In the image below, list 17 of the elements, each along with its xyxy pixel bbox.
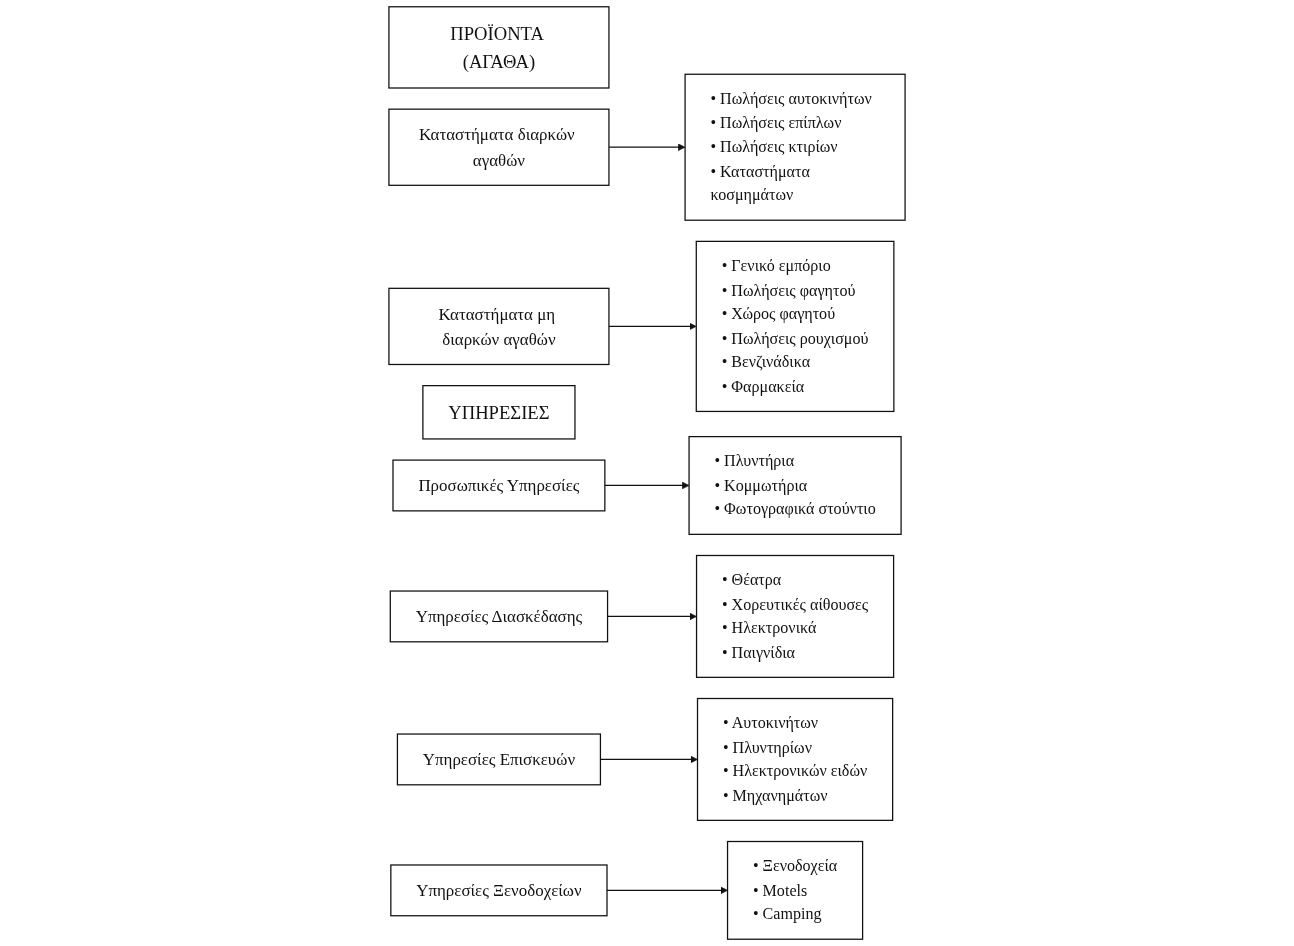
arrow [604,481,690,490]
node-box: • Πωλήσεις αυτοκινήτων • Πωλήσεις επίπλων • Πωλήσεις κτιρίων • Καταστήματα κοσμημάτων [684,73,906,221]
arrow [608,143,686,151]
node-box: Υπηρεσίες Ξενοδοχείων [390,864,608,917]
node-box: ΥΠΗΡΕΣΙΕΣ [422,385,576,440]
node-box: • Αυτοκινήτων • Πλυντηρίων • Ηλεκτρονικών ειδών • Μηχανημάτων [696,697,894,821]
node-box: • Γενικό εμπόριο • Πωλήσεις φαγητού • Χώρος φαγητού • Πωλήσεις ρουχισμού • Βενζινάδικα • Φαρμακεία [695,240,895,413]
node-box: • Ξενοδοχεία • Motels • Camping [726,840,864,940]
node-box: Καταστήματα μη διαρκών αγαθών [388,287,610,366]
arrow [608,322,697,331]
node-box: • Πλυντήρια • Κομμωτήρια • Φωτογραφικά στούντιο [688,436,902,535]
node-box: Καταστήματα διαρκών αγαθών [388,108,610,186]
node-box: Υπηρεσίες Διασκέδασης [389,590,609,643]
node-box: • Θέατρα • Χορευτικές αίθουσες • Ηλεκτρονικά • Παιγνίδια [695,554,895,678]
node-box: ΠΡΟΪΟΝΤΑ (ΑΓΑΘΑ) [388,6,610,89]
node-box: Προσωπικές Υπηρεσίες [392,459,606,512]
node-box: Υπηρεσίες Επισκευών [396,733,602,786]
